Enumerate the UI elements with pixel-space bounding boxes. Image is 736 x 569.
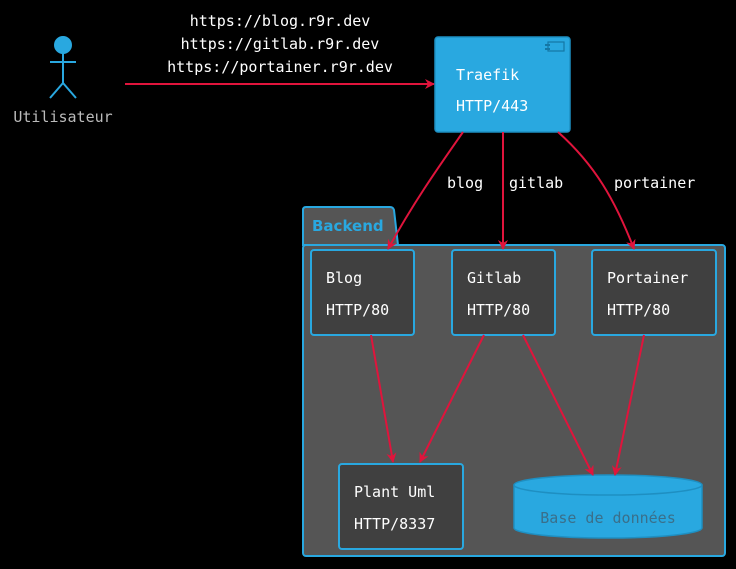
url-label: https://portainer.r9r.dev — [167, 58, 393, 76]
route-label-blog: blog — [447, 174, 483, 192]
traefik-port: HTTP/443 — [456, 97, 528, 115]
actor-icon — [49, 36, 77, 99]
gitlab-port: HTTP/80 — [467, 301, 530, 319]
url-label: https://blog.r9r.dev — [190, 12, 371, 30]
url-label: https://gitlab.r9r.dev — [181, 35, 380, 53]
plantuml-node: Plant Uml HTTP/8337 — [338, 463, 464, 550]
blog-node: Blog HTTP/80 — [310, 249, 415, 336]
entry-url-labels: https://blog.r9r.dev https://gitlab.r9r.… — [167, 12, 393, 76]
arrow-gitlab-to-database — [522, 334, 594, 476]
portainer-node: Portainer HTTP/80 — [591, 249, 717, 336]
portainer-name: Portainer — [607, 269, 688, 287]
database-node: Base de données — [513, 474, 703, 539]
gitlab-node: Gitlab HTTP/80 — [451, 249, 556, 336]
gitlab-name: Gitlab — [467, 269, 521, 287]
traefik-name: Traefik — [456, 66, 519, 84]
traefik-node: Traefik HTTP/443 — [434, 36, 571, 133]
component-icon — [545, 41, 565, 52]
arrow-traefik-to-portainer — [557, 131, 636, 250]
route-label-gitlab: gitlab — [509, 174, 563, 192]
package-title: Backend — [312, 217, 384, 235]
arrow-blog-to-plantuml — [370, 334, 397, 463]
database-name: Base de données — [540, 509, 675, 527]
plantuml-name: Plant Uml — [354, 483, 435, 501]
blog-port: HTTP/80 — [326, 301, 389, 319]
arrow-portainer-to-database — [611, 334, 645, 476]
user-actor: Utilisateur — [13, 36, 113, 126]
blog-name: Blog — [326, 269, 362, 287]
route-label-portainer: portainer — [614, 174, 695, 192]
plantuml-port: HTTP/8337 — [354, 515, 435, 533]
portainer-port: HTTP/80 — [607, 301, 670, 319]
arrow-traefik-to-blog — [387, 131, 464, 250]
arrow-gitlab-to-plantuml — [419, 334, 485, 463]
actor-label: Utilisateur — [13, 108, 112, 126]
